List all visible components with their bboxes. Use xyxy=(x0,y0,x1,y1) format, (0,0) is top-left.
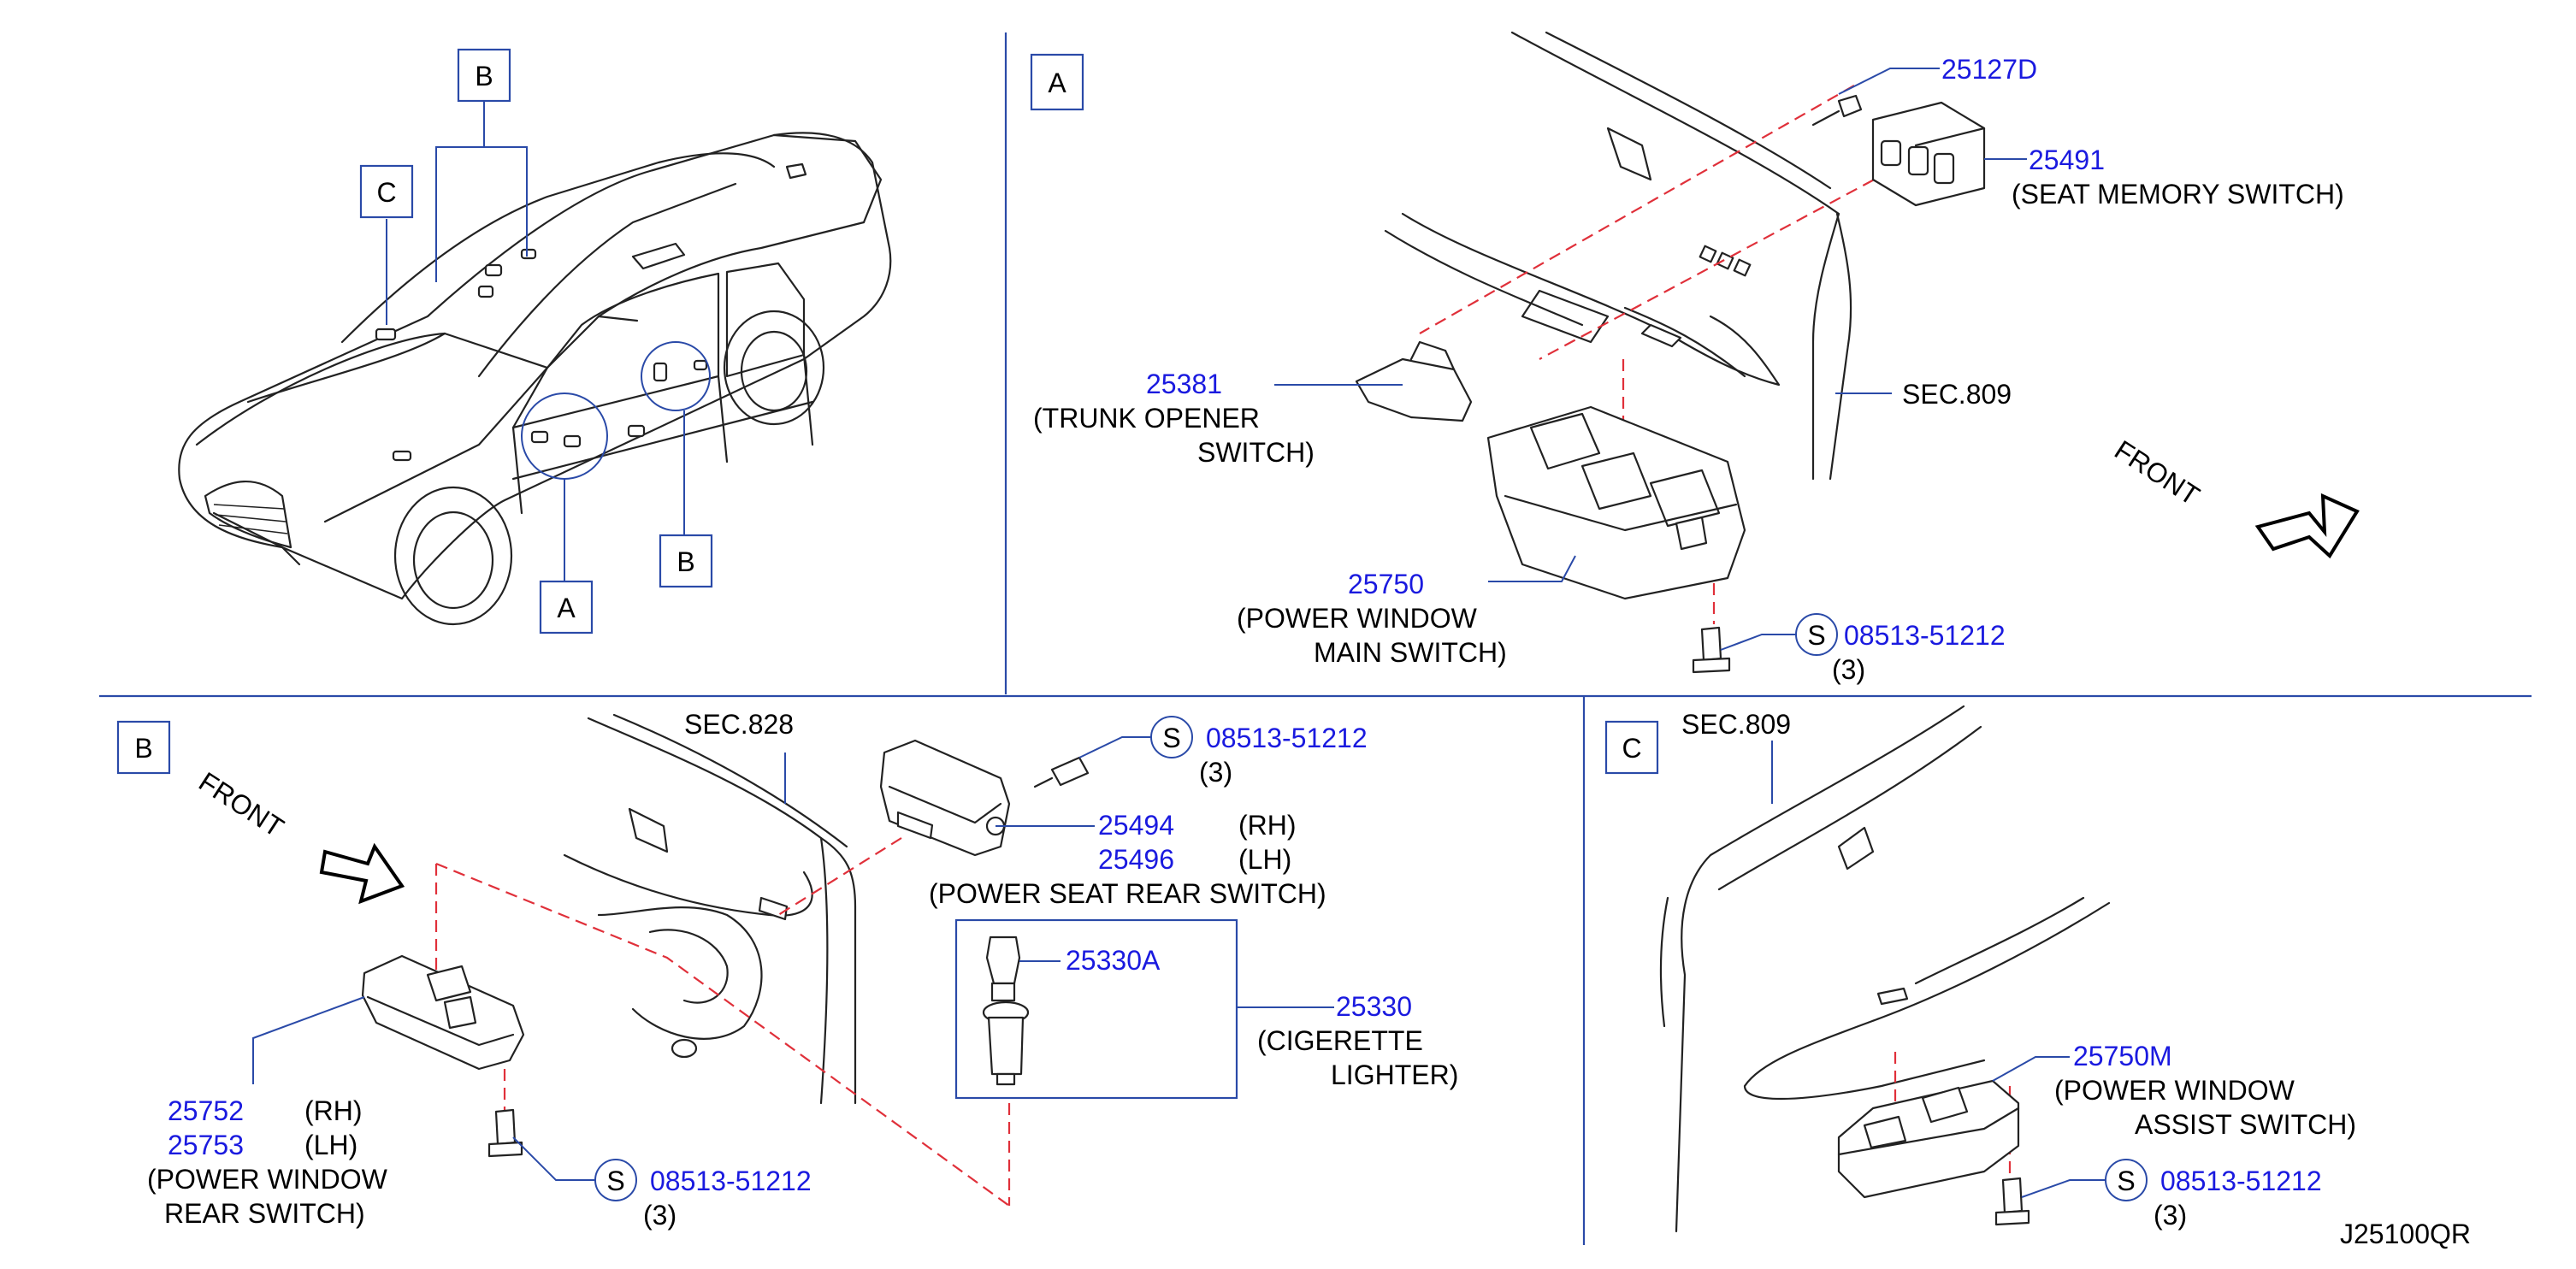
callout-c-label: C xyxy=(376,177,396,208)
screw-qty-c: (3) xyxy=(2154,1200,2187,1231)
pn-25494: 25494 xyxy=(1098,810,1174,841)
pn-25753: 25753 xyxy=(168,1130,244,1160)
callout-a-label: A xyxy=(557,593,576,623)
screw-qty-a: (3) xyxy=(1832,654,1865,685)
trunk-opener-label-1: (TRUNK OPENER xyxy=(1033,403,1260,434)
pw-main-label-2: MAIN SWITCH) xyxy=(1314,637,1507,668)
rh-label-1: (RH) xyxy=(1238,810,1297,841)
s-mark-b-bot: S xyxy=(606,1166,624,1196)
screw-qty-b-top: (3) xyxy=(1199,757,1232,788)
pn-25127d: 25127D xyxy=(1941,54,2037,85)
pw-rear-label-1: (POWER WINDOW xyxy=(147,1164,388,1195)
pw-main-label-1: (POWER WINDOW xyxy=(1237,603,1478,634)
trunk-opener-label-2: SWITCH) xyxy=(1197,437,1315,468)
pw-rear-label-2: REAR SWITCH) xyxy=(164,1198,365,1229)
pn-25750: 25750 xyxy=(1348,569,1424,599)
sec-809-a: SEC.809 xyxy=(1902,379,2012,410)
pn-25381: 25381 xyxy=(1146,369,1222,399)
pn-25330: 25330 xyxy=(1336,991,1412,1022)
panel-a-label-box xyxy=(1030,53,1084,111)
callout-c xyxy=(359,164,414,219)
pn-25752: 25752 xyxy=(168,1095,244,1126)
front-label-a: FRONT xyxy=(2109,434,2205,511)
panel-c: C SEC.809 25750M (POWER WINDOW ASSIST SW… xyxy=(1604,705,2356,1233)
screw-pn-c: 08513-51212 xyxy=(2160,1166,2322,1196)
seat-memory-switch-label: (SEAT MEMORY SWITCH) xyxy=(2012,179,2344,210)
pn-25330a: 25330A xyxy=(1066,945,1161,976)
pw-assist-label-2: ASSIST SWITCH) xyxy=(2135,1109,2356,1140)
panel-b-label-box xyxy=(116,720,171,775)
diagram-code: J25100QR xyxy=(2340,1219,2471,1249)
screw-pn-b-top: 08513-51212 xyxy=(1206,723,1368,753)
front-label-b: FRONT xyxy=(193,766,289,843)
screw-pn-a: 08513-51212 xyxy=(1844,620,2006,651)
car-overview xyxy=(178,132,892,626)
callout-b-top-label: B xyxy=(475,61,493,91)
power-seat-rear-label: (POWER SEAT REAR SWITCH) xyxy=(929,878,1326,909)
lh-label-2: (LH) xyxy=(304,1130,357,1160)
s-mark-b-top: S xyxy=(1162,723,1180,753)
sec-809-c: SEC.809 xyxy=(1681,709,1791,740)
callout-b-top xyxy=(457,48,511,103)
sec-828: SEC.828 xyxy=(684,709,794,740)
cig-label-2: LIGHTER) xyxy=(1331,1059,1458,1090)
car-callouts: B C A B xyxy=(359,48,713,634)
panel-b: B FRONT xyxy=(116,709,1458,1231)
screw-qty-b-bot: (3) xyxy=(643,1200,676,1231)
pn-25491: 25491 xyxy=(2029,145,2105,175)
panel-a-label: A xyxy=(1048,68,1066,98)
panel-a: A xyxy=(1030,31,2360,685)
pn-25496: 25496 xyxy=(1098,844,1174,875)
panel-b-label: B xyxy=(134,733,152,764)
callout-b-bottom xyxy=(659,534,713,588)
rh-label-2: (RH) xyxy=(304,1095,363,1126)
s-mark-a: S xyxy=(1807,620,1825,651)
screw-pn-b-bot: 08513-51212 xyxy=(650,1166,812,1196)
callout-b-bottom-label: B xyxy=(676,546,694,577)
pn-25750m: 25750M xyxy=(2073,1041,2172,1071)
cig-label-1: (CIGERETTE xyxy=(1257,1025,1423,1056)
panel-c-label: C xyxy=(1622,733,1641,764)
panel-c-label-box xyxy=(1604,720,1659,775)
pw-assist-label-1: (POWER WINDOW xyxy=(2054,1075,2295,1106)
panel-separators xyxy=(99,32,2532,1245)
lh-label-1: (LH) xyxy=(1238,844,1291,875)
s-mark-c: S xyxy=(2117,1166,2135,1196)
callout-a xyxy=(539,580,594,634)
